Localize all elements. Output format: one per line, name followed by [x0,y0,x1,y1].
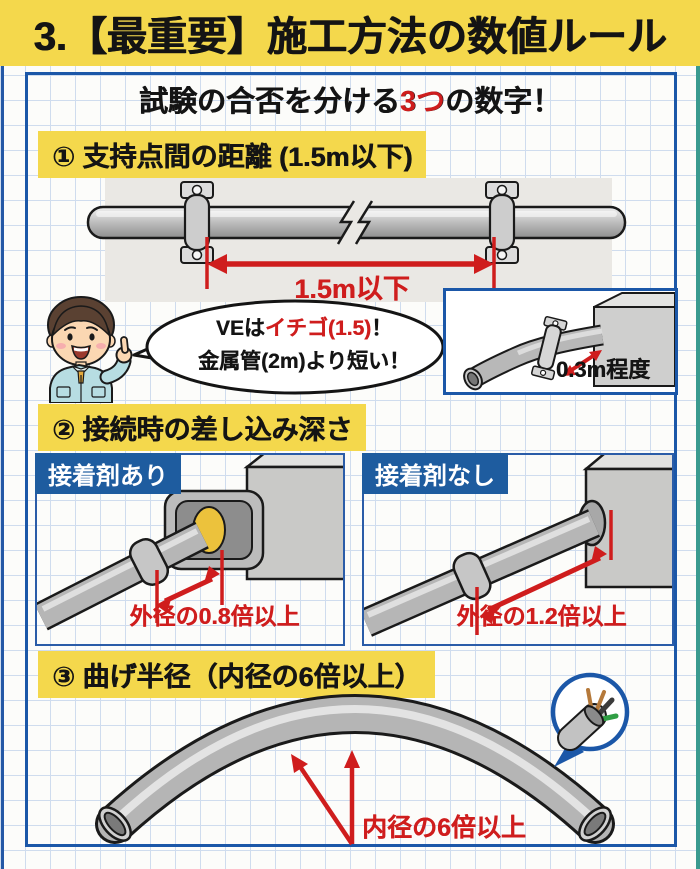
title-bar: 3.【最重要】施工方法の数値ルール [0,0,700,66]
dimension-label-0-8x: 外径の0.8倍以上 [129,603,300,629]
section3-heading: ③ 曲げ半径（内径の6倍以上） [38,651,436,698]
insertion-depth-diagram-no-adhesive [364,455,672,637]
break-line-left [336,200,356,245]
pipe-open-end [463,367,483,391]
worker-mascot-icon [46,296,133,403]
pipe-bell-ring [452,551,492,601]
right-edge-line [696,66,700,869]
subtitle-post: の数字！ [445,86,562,118]
pipe-open-end-right [578,806,612,842]
subtitle: 試験の合否を分ける3つの数字！ [0,78,700,120]
radius-arrows [291,750,360,846]
dimension-arrow-0-8x [155,550,224,623]
section1-heading: ① 支持点間の距離 (1.5m以下) [38,131,427,178]
panel-with-adhesive: 接着剤あり 外径の0.8倍以上 [35,453,345,646]
dimension-arrow-1-2x [475,510,613,635]
panel-without-adhesive: 接着剤なし 外径の1.2倍以上 [362,453,674,646]
bending-radius-diagram [95,694,615,846]
dimension-arrow-0-3m [563,350,602,376]
speech-bubble [132,299,445,395]
page-title: 3.【最重要】施工方法の数値ルール [33,15,667,59]
saddle-clamp-small [530,315,568,381]
panel-label-adhesive-yes: 接着剤あり [35,453,181,494]
left-edge-line [1,66,4,869]
bubble-line2: 金属管(2m)より短い！ [198,349,410,373]
subtitle-pre: 試験の合否を分ける [138,86,400,118]
box-offset-diagram [463,292,675,391]
span-dimension-label: 1.5m以下 [294,274,410,304]
content-frame [25,72,677,847]
saddle-clamp-left [180,181,214,264]
section2-heading: ② 接続時の差し込み深さ [38,404,367,451]
break-gap [338,201,372,244]
cable-cross-section-callout-icon [550,672,630,767]
radius-dimension-label: 内径の6倍以上 [362,814,526,842]
panel-label-adhesive-no: 接着剤なし [362,453,508,494]
inset-dimension-label: 0.3m程度 [555,357,651,382]
dimension-label-1-2x: 外径の1.2倍以上 [456,603,627,629]
pipe-open-end-left [98,806,132,842]
support-span-diagram [86,178,627,302]
saddle-clamp-right [485,181,519,264]
box-offset-inset [443,288,678,395]
insertion-depth-diagram-adhesive [37,455,343,631]
break-line-right [354,200,374,245]
dimension-arrow-1-5m [205,237,496,289]
bubble-line1: VEはイチゴ(1.5)！ [215,317,393,340]
speech-bubble-text: VEはイチゴ(1.5)！ 金属管(2m)より短い！ [176,313,432,378]
subtitle-highlight: 3つ [399,86,446,118]
